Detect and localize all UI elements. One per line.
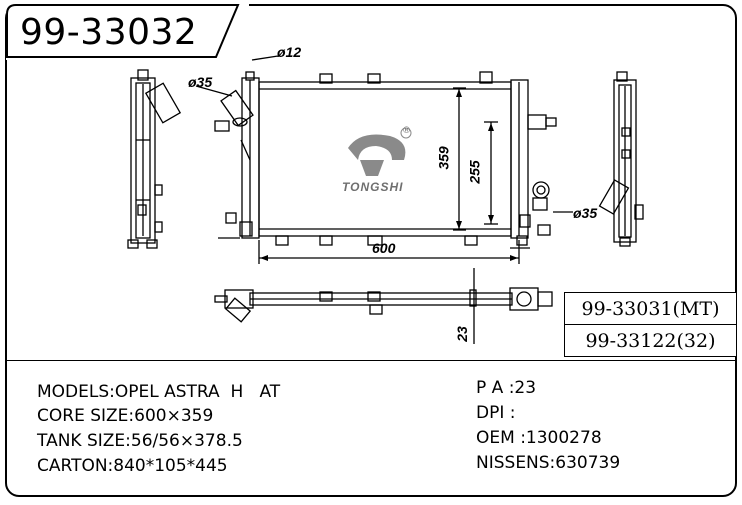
- spec-models: MODELS:OPEL ASTRA H AT: [37, 382, 281, 402]
- spec-nissens: NISSENS:630739: [476, 453, 621, 473]
- right-side-view: [598, 71, 644, 247]
- spec-core-size: CORE SIZE:600×359: [37, 406, 214, 426]
- dim-pipe-outlet: ø35: [573, 205, 598, 221]
- dim-height-total: 359: [435, 146, 452, 170]
- spec-pa: P A :23: [476, 378, 537, 398]
- brand-logo-text: TONGSHI: [342, 180, 404, 194]
- spec-oem: OEM :1300278: [476, 428, 602, 448]
- part-number-tab: 99-33032: [6, 4, 249, 60]
- cross-reference-box: 99-33031(MT) 99-33122(32): [564, 292, 736, 358]
- brand-logo-mark: [348, 127, 412, 176]
- cross-reference-2: 99-33122(32): [564, 324, 736, 357]
- dim-depth: 23: [453, 326, 470, 342]
- spec-tank-size: TANK SIZE:56/56×378.5: [37, 431, 243, 451]
- dim-pipe-small: ø12: [277, 44, 302, 60]
- dim-height-core: 255: [466, 160, 483, 184]
- cross-reference-1: 99-33031(MT): [564, 292, 736, 325]
- spec-carton: CARTON:840*105*445: [37, 456, 228, 476]
- spec-sheet-frame: [5, 4, 737, 497]
- front-view: [195, 55, 573, 264]
- top-view: [214, 268, 553, 344]
- arrowheads: [260, 89, 518, 261]
- part-number: 99-33032: [20, 12, 198, 53]
- dim-width: 600: [372, 240, 396, 256]
- registered-mark: ®: [402, 126, 411, 136]
- spec-dpi: DPI :: [476, 403, 516, 423]
- dim-pipe-inlet: ø35: [188, 74, 213, 90]
- tab-outline: [6, 4, 240, 58]
- section-divider: [7, 360, 736, 361]
- left-side-view: [127, 69, 182, 249]
